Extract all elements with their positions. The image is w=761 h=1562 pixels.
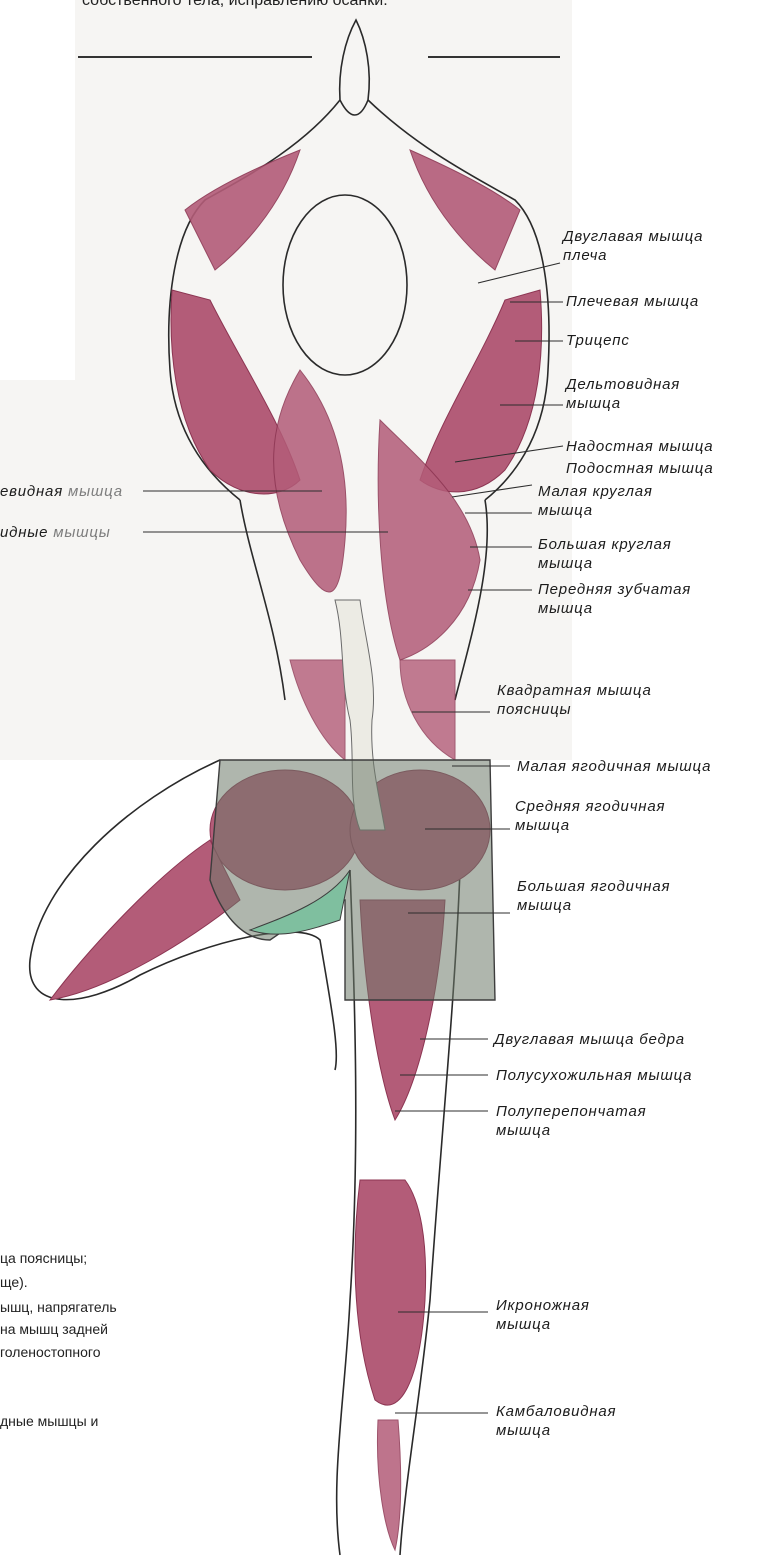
- label-line: Двуглавая мышца бедра: [494, 1031, 685, 1048]
- label-line: Двуглавая мышца: [563, 228, 703, 245]
- label-triceps: Трицепс: [566, 331, 630, 350]
- bottom-text-line-4: на мышц задней: [0, 1321, 108, 1337]
- label-line: мышца: [496, 1316, 551, 1333]
- bottom-text-line-6: дные мышцы и: [0, 1413, 98, 1429]
- top-caption: собственного тела, исправлению осанки.: [82, 0, 388, 10]
- label-line: Плечевая мышца: [566, 293, 699, 310]
- left-label-trapezius-prefix: евидная: [0, 483, 68, 500]
- left-label-rhomboids: идные мышцы: [0, 523, 111, 542]
- label-biceps-femoris: Двуглавая мышца бедра: [494, 1030, 685, 1049]
- label-line: мышца: [515, 817, 570, 834]
- label-line: Передняя зубчатая: [538, 581, 691, 598]
- label-line: мышца: [566, 395, 621, 412]
- left-label-rhomboids-suffix: мышцы: [53, 524, 110, 541]
- label-line: Подостная мышца: [566, 460, 713, 477]
- label-teres-minor: Малая круглая мышца: [538, 482, 653, 520]
- label-line: мышца: [538, 502, 593, 519]
- label-line: Полуперепончатая: [496, 1103, 646, 1120]
- label-infraspinatus: Подостная мышца: [566, 459, 713, 478]
- label-semimembranosus: Полуперепончатая мышца: [496, 1102, 646, 1140]
- label-line: мышца: [517, 897, 572, 914]
- label-line: Надостная мышца: [566, 438, 713, 455]
- label-line: мышца: [496, 1422, 551, 1439]
- bottom-text-line-2: ще).: [0, 1274, 28, 1290]
- label-line: Средняя ягодичная: [515, 798, 665, 815]
- label-deltoid: Дельтовидная мышца: [566, 375, 680, 413]
- label-line: мышца: [496, 1122, 551, 1139]
- bottom-text-line-5: голеностопного: [0, 1344, 100, 1360]
- label-gluteus-minimus: Малая ягодичная мышца: [517, 757, 711, 776]
- left-label-rhomboids-prefix: идные: [0, 524, 53, 541]
- left-label-trapezius-suffix: мышца: [68, 483, 123, 500]
- label-line: Дельтовидная: [566, 376, 680, 393]
- label-teres-major: Большая круглая мышца: [538, 535, 672, 573]
- label-gastrocnemius: Икроножная мышца: [496, 1296, 590, 1334]
- label-soleus: Камбаловидная мышца: [496, 1402, 616, 1440]
- label-gluteus-maximus: Большая ягодичная мышца: [517, 877, 670, 915]
- label-line: Квадратная мышца: [497, 682, 652, 699]
- label-line: плеча: [563, 247, 607, 264]
- label-gluteus-medius: Средняя ягодичная мышца: [515, 797, 665, 835]
- shorts: [210, 760, 495, 1000]
- label-brachialis: Плечевая мышца: [566, 292, 699, 311]
- label-line: поясницы: [497, 701, 571, 718]
- bottom-text-line-1: ца поясницы;: [0, 1250, 87, 1266]
- label-line: Полусухожильная мышца: [496, 1067, 692, 1084]
- label-quadratus-lumborum: Квадратная мышца поясницы: [497, 681, 652, 719]
- label-line: Икроножная: [496, 1297, 590, 1314]
- label-line: Камбаловидная: [496, 1403, 616, 1420]
- label-supraspinatus: Надостная мышца: [566, 437, 713, 456]
- label-biceps-brachii: Двуглавая мышца плеча: [563, 227, 703, 265]
- left-label-trapezius: евидная мышца: [0, 482, 123, 501]
- label-line: мышца: [538, 600, 593, 617]
- label-line: Большая круглая: [538, 536, 672, 553]
- label-semitendinosus: Полусухожильная мышца: [496, 1066, 692, 1085]
- bottom-text-line-3: ышц, напрягатель: [0, 1299, 117, 1315]
- label-line: Малая ягодичная мышца: [517, 758, 711, 775]
- label-line: Трицепс: [566, 332, 630, 349]
- label-line: мышца: [538, 555, 593, 572]
- label-line: Малая круглая: [538, 483, 653, 500]
- label-serratus-anterior: Передняя зубчатая мышца: [538, 580, 691, 618]
- label-line: Большая ягодичная: [517, 878, 670, 895]
